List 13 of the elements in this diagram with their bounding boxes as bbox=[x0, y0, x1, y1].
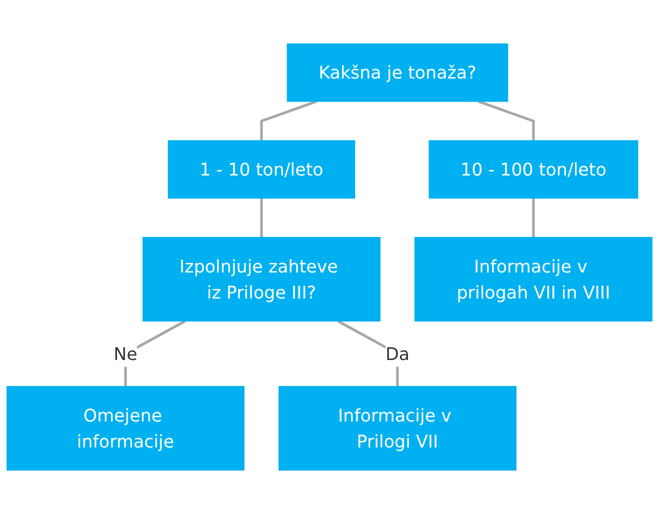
edge-label: Ne bbox=[114, 343, 138, 364]
connector bbox=[478, 100, 535, 141]
node-box: 1 - 10 ton/leto bbox=[168, 140, 356, 199]
node-box: Omejene informacije bbox=[6, 386, 244, 471]
node-box: 10 - 100 ton/leto bbox=[428, 140, 638, 199]
node-box: Kakšna je tonaža? bbox=[286, 43, 508, 102]
connector bbox=[532, 198, 535, 238]
node-box: Izpolnjuje zahteve iz Priloge III? bbox=[142, 236, 380, 322]
node-box: Informacije v prilogah VII in VIII bbox=[414, 236, 652, 322]
node-box: Informacije v Prilogi VII bbox=[278, 386, 516, 471]
connector bbox=[260, 100, 318, 141]
edge-label: Da bbox=[385, 343, 410, 364]
connector bbox=[260, 198, 263, 238]
